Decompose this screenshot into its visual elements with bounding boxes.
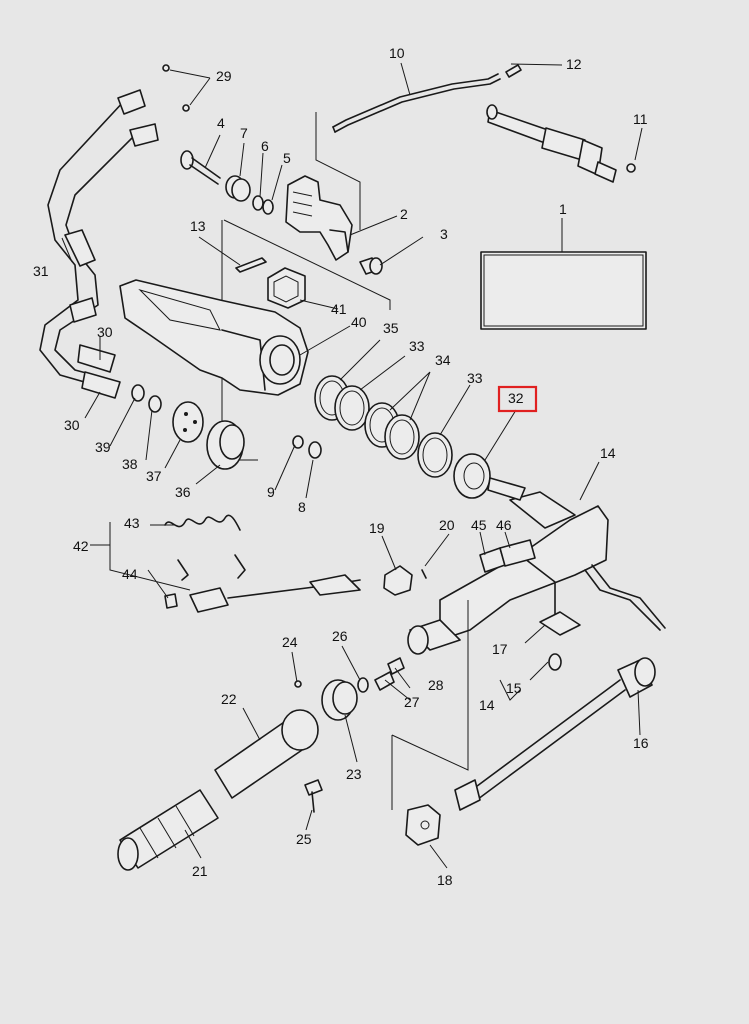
callout-14b: 14 [479,697,495,713]
callout-12: 12 [566,56,582,72]
part-21-grip[interactable] [117,789,219,871]
part-7-bushing[interactable] [225,175,251,202]
part-25-screw[interactable] [304,779,323,813]
callout-16: 16 [633,735,649,751]
part-4-bolt[interactable] [180,150,221,185]
callout-33b: 33 [467,370,483,386]
callout-44: 44 [122,566,138,582]
part-3-bolt[interactable] [359,257,383,275]
part-43-lanyard[interactable] [164,514,246,581]
callout-43: 43 [124,515,140,531]
callout-21: 21 [192,863,208,879]
part-8-nut[interactable] [308,441,322,459]
callout-6: 6 [261,138,269,154]
part-16-rod[interactable] [454,657,656,811]
callout-10: 10 [389,45,405,61]
callout-4: 4 [217,115,225,131]
callout-26: 26 [332,628,348,644]
part-38-nut[interactable] [148,395,162,413]
callout-28: 28 [428,677,444,693]
callout-46: 46 [496,517,512,533]
callout-22: 22 [221,691,237,707]
callout-30a: 30 [97,324,113,340]
part-6-washer[interactable] [252,195,264,211]
part-39-nut[interactable] [131,384,145,402]
callout-8: 8 [298,499,306,515]
part-10-rod[interactable] [332,73,501,133]
callout-40: 40 [351,314,367,330]
callout-25: 25 [296,831,312,847]
callout-7: 7 [240,125,248,141]
highlight-box-32 [497,385,538,413]
part-34-orings[interactable] [364,402,420,460]
callout-34: 34 [435,352,451,368]
leader-lines [61,62,643,869]
part-32-ring[interactable] [453,453,491,499]
part-11-shaft[interactable] [486,104,636,183]
part-27-spring[interactable] [374,671,395,691]
callout-14a: 14 [600,445,616,461]
part-29-cable-ends[interactable] [117,64,190,147]
callout-35: 35 [383,320,399,336]
callout-23: 23 [346,766,362,782]
part-14-housing[interactable] [407,477,666,655]
part-18-bracket[interactable] [405,804,441,846]
callout-11: 11 [633,111,648,127]
part-17-plate[interactable] [539,611,581,636]
part-33-washer-a[interactable] [334,385,370,431]
callout-17: 17 [492,641,508,657]
callout-18: 18 [437,872,453,888]
part-41-insert[interactable] [267,267,306,309]
part-46-cam[interactable] [499,539,536,567]
part-31-cables[interactable] [39,99,136,399]
part-33-washer-b[interactable] [417,432,453,478]
callout-32: 32 [508,390,524,406]
part-1-plate[interactable] [480,251,647,330]
callout-15: 15 [506,680,522,696]
callout-45: 45 [471,517,487,533]
callout-31: 31 [33,263,49,279]
part-20-pin[interactable] [421,569,427,579]
callout-13: 13 [190,218,206,234]
part-23-collar[interactable] [321,679,358,721]
part-26-washer[interactable] [357,677,369,693]
part-24-screw[interactable] [294,680,302,688]
callout-41: 41 [331,301,347,317]
part-19-switch[interactable] [383,565,413,596]
callout-33a: 33 [409,338,425,354]
callout-19: 19 [369,520,385,536]
callout-5: 5 [283,150,291,166]
part-12-pin[interactable] [505,64,522,78]
callout-2: 2 [400,206,408,222]
part-5-ring[interactable] [262,199,274,215]
callout-36: 36 [175,484,191,500]
callout-30b: 30 [64,417,80,433]
callout-20: 20 [439,517,455,533]
callout-9: 9 [267,484,275,500]
part-42-switch[interactable] [189,574,361,613]
part-2-bracket[interactable] [285,175,353,261]
part-9-washer[interactable] [292,435,304,449]
callout-37: 37 [146,468,162,484]
callout-1: 1 [559,201,567,217]
part-15-screw[interactable] [548,653,562,671]
part-40-housing[interactable] [119,279,309,396]
callout-42: 42 [73,538,89,554]
callout-24: 24 [282,634,298,650]
callout-29: 29 [216,68,232,84]
callout-27: 27 [404,694,420,710]
part-37-flange[interactable] [172,401,204,443]
part-13-decal[interactable] [235,257,267,273]
callout-3: 3 [440,226,448,242]
part-28-bolt[interactable] [387,657,405,675]
part-22-grip-core[interactable] [214,709,319,799]
callout-39: 39 [95,439,111,455]
part-36-bushing[interactable] [206,420,245,470]
callout-38: 38 [122,456,138,472]
